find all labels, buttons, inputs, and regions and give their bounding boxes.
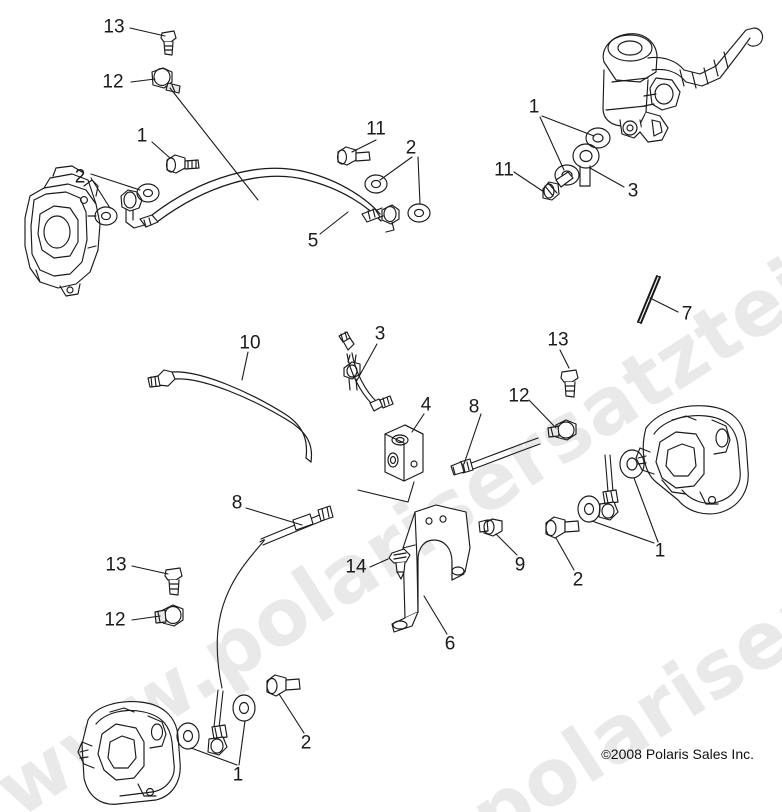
callout-13-c[interactable]: 13 [105, 554, 127, 576]
sealing-washer-2-a2 [94, 206, 118, 226]
callout-1-c[interactable]: 1 [654, 540, 666, 562]
fitting-3-a [572, 143, 600, 187]
brake-line-8-b [260, 505, 334, 546]
sealing-washer-1-c2 [577, 495, 601, 523]
sealing-washer-1-b1 [585, 127, 611, 149]
screw-13-c [164, 567, 183, 596]
callout-1-b[interactable]: 1 [528, 96, 540, 118]
caliper-front-left [24, 165, 101, 297]
brake-hose-5 [120, 167, 400, 233]
callout-5[interactable]: 5 [307, 230, 319, 252]
callout-1-d[interactable]: 1 [232, 764, 244, 786]
bolt-11-a [336, 146, 371, 166]
screw-13-a [160, 30, 177, 56]
callout-2-b[interactable]: 2 [405, 137, 417, 159]
callout-12-c[interactable]: 12 [104, 609, 126, 631]
callout-8-b[interactable]: 8 [231, 492, 243, 514]
callout-11-b[interactable]: 11 [494, 159, 514, 181]
sealing-washer-2-b2 [407, 203, 431, 223]
copyright-text: 2008 Polaris Sales Inc. [610, 746, 754, 762]
screw-13-b [560, 369, 579, 398]
caliper-front-right [77, 701, 181, 805]
banjo-bolt-1-a [165, 154, 200, 174]
callout-4[interactable]: 4 [420, 394, 432, 416]
callout-13-a[interactable]: 13 [103, 16, 125, 38]
brake-line-10 [147, 354, 361, 463]
sealing-washer-2-a1 [136, 183, 160, 203]
caliper-rear-right [635, 405, 749, 515]
callout-9[interactable]: 9 [514, 554, 526, 576]
hose-clamp-12-a [151, 67, 181, 94]
bolt-2-d [266, 674, 301, 697]
callout-13-b[interactable]: 13 [547, 329, 569, 351]
callout-3-a[interactable]: 3 [627, 180, 639, 202]
hose-end-right [598, 454, 619, 521]
sealing-washer-1-d2 [176, 722, 200, 750]
callout-2-d[interactable]: 2 [300, 732, 312, 754]
callout-7[interactable]: 7 [681, 303, 693, 325]
sealing-washer-1-c1 [619, 449, 645, 479]
bolt-9 [478, 518, 503, 537]
push-rivet-14 [388, 548, 411, 580]
callout-1-a[interactable]: 1 [136, 125, 148, 147]
callout-12-b[interactable]: 12 [508, 385, 530, 407]
junction-block-4 [384, 424, 424, 482]
bracket-6 [391, 504, 471, 633]
callout-2-a[interactable]: 2 [74, 166, 86, 188]
brake-hose-3-b [338, 331, 394, 412]
callout-2-c[interactable]: 2 [572, 569, 584, 591]
copyright-notice: ©2008 Polaris Sales Inc. [601, 746, 754, 762]
callout-8-a[interactable]: 8 [468, 396, 480, 418]
master-cylinder-assembly [602, 27, 764, 143]
callout-14[interactable]: 14 [345, 556, 367, 578]
hose-end-left [207, 689, 228, 756]
sealing-washer-1-d1 [232, 694, 256, 722]
hose-clamp-12-b [547, 419, 577, 441]
hose-clamp-12-c [154, 604, 184, 627]
pin-rod-7 [637, 275, 661, 324]
sealing-washer-2-b1 [364, 174, 388, 194]
bolt-11-b [542, 171, 574, 201]
bolt-2-c [545, 516, 580, 539]
brake-line-8-b-continuation [216, 539, 265, 689]
leader-lines [90, 27, 679, 766]
callout-3-b[interactable]: 3 [374, 323, 386, 345]
callout-12-a[interactable]: 12 [102, 71, 124, 93]
callout-10[interactable]: 10 [239, 332, 261, 354]
callout-11-a[interactable]: 11 [366, 118, 386, 140]
callout-6[interactable]: 6 [444, 633, 456, 655]
copyright-mark: © [601, 747, 611, 762]
brake-line-8-a [450, 437, 541, 476]
